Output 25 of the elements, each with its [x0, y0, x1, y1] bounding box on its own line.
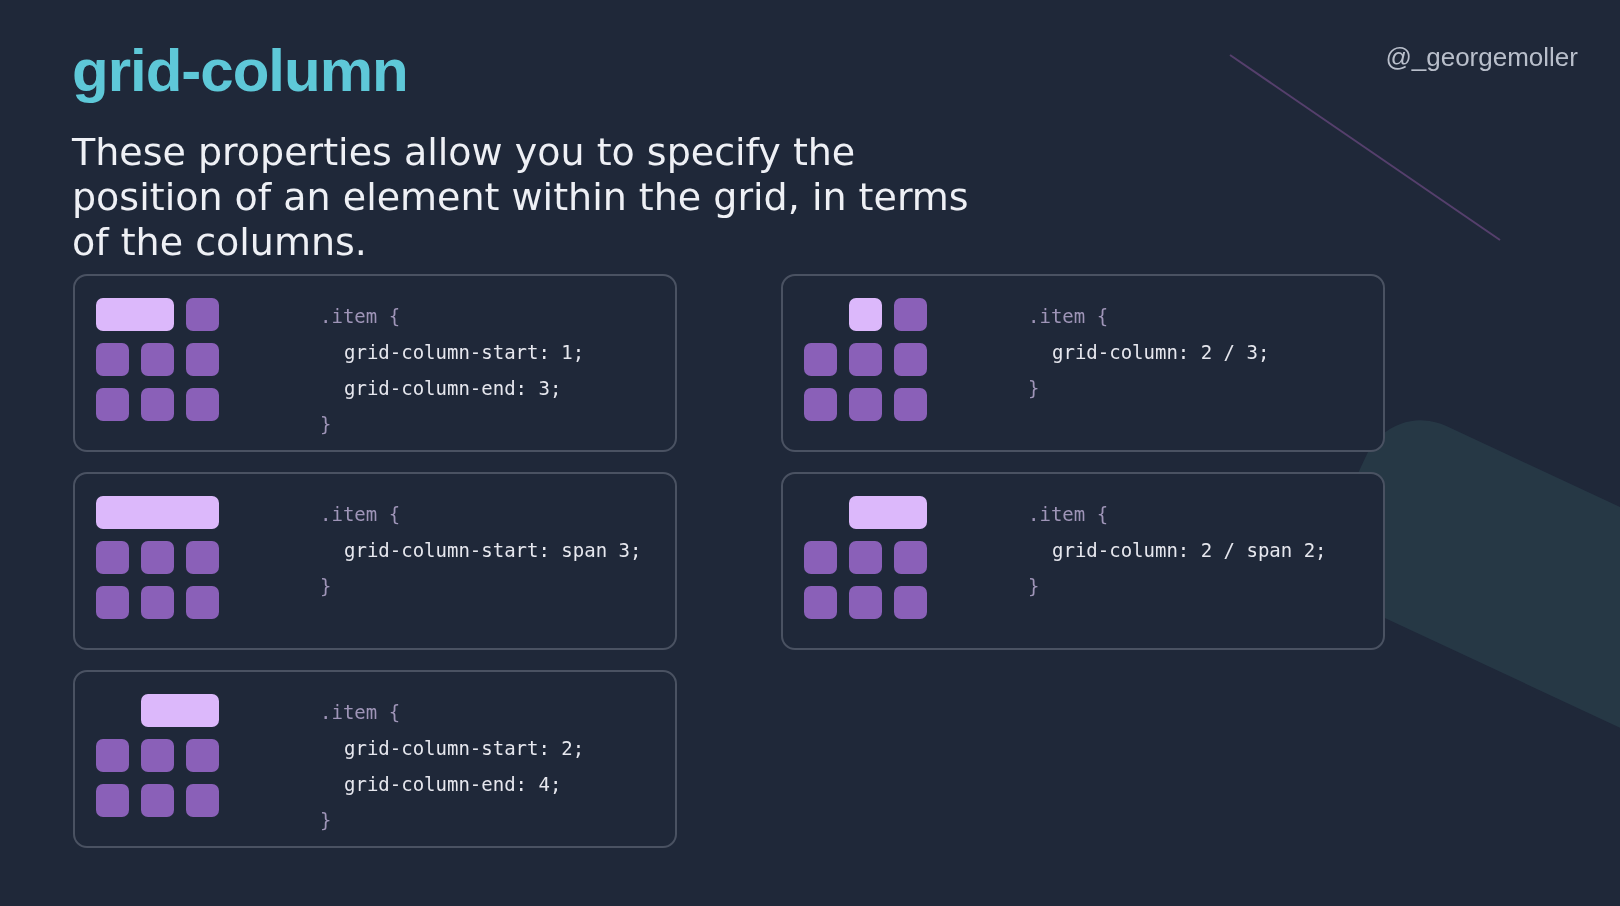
- code-line: .item {: [320, 502, 402, 527]
- code-line: }: [320, 808, 333, 833]
- code-card: [781, 274, 1385, 452]
- code-line: .item {: [1028, 304, 1110, 329]
- code-line: grid-column-end: 4;: [343, 772, 563, 797]
- code-card: [73, 472, 677, 650]
- code-line: .item {: [320, 304, 402, 329]
- code-line: grid-column-end: 3;: [343, 376, 563, 401]
- title: grid-column: [72, 36, 408, 105]
- code-line: }: [320, 412, 333, 437]
- code-card: [73, 274, 677, 452]
- code-card: [73, 670, 677, 848]
- code-line: }: [1028, 376, 1041, 401]
- code-line: grid-column-start: 2;: [343, 736, 585, 761]
- code-line: .item {: [1028, 502, 1110, 527]
- code-line: grid-column: 2 / span 2;: [1051, 538, 1327, 563]
- code-line: .item {: [320, 700, 402, 725]
- author-handle: @_georgemoller: [1385, 42, 1578, 73]
- subtitle: These properties allow you to specify the position of an element within the grid, in terms of the columns.: [72, 130, 970, 265]
- code-line: }: [1028, 574, 1041, 599]
- code-line: grid-column-start: span 3;: [343, 538, 642, 563]
- code-line: }: [320, 574, 333, 599]
- code-line: grid-column-start: 1;: [343, 340, 585, 365]
- code-line: grid-column: 2 / 3;: [1051, 340, 1270, 365]
- code-card: [781, 472, 1385, 650]
